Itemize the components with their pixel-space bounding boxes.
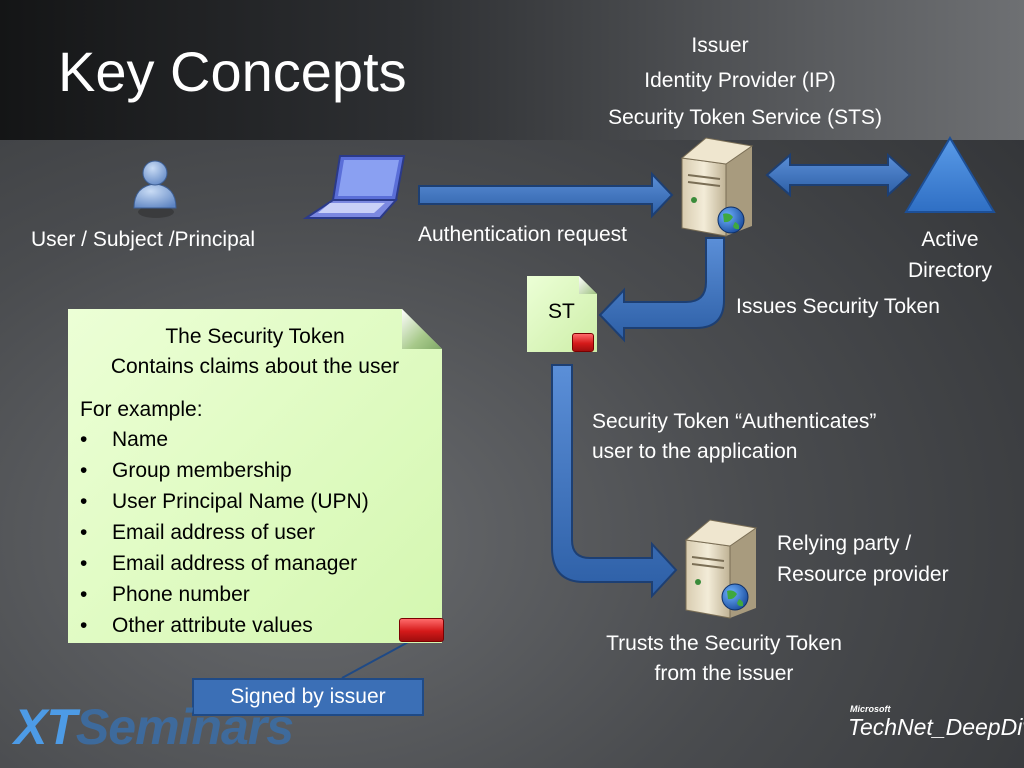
bullet: • (80, 614, 88, 637)
list-item: • Other attribute values (80, 610, 369, 641)
issues-token-arrow (598, 237, 725, 343)
active-directory-label-line2: Directory (907, 259, 992, 282)
trusts-label-line2: from the issuer (654, 662, 794, 685)
claim-text: Other attribute values (112, 614, 313, 637)
trusts-label-line1: Trusts the Security Token (606, 632, 842, 655)
active-directory-label-line1: Active (921, 228, 979, 251)
signed-connector (341, 639, 413, 679)
bullet: • (80, 521, 88, 544)
note-body (68, 309, 442, 643)
bullet: • (80, 490, 88, 513)
claim-text: Email address of user (112, 521, 316, 544)
user-label: User / Subject /Principal (31, 228, 256, 251)
token-to-app-arrow (551, 364, 678, 599)
microsoft-label: Microsoft (850, 704, 891, 714)
header-band (0, 0, 1024, 140)
relying-party-label-line2: Resource provider (777, 563, 949, 586)
issues-token-label: Issues Security Token (736, 295, 940, 318)
auth-request-label: Authentication request (418, 223, 627, 246)
user-icon (133, 160, 177, 218)
bullet: • (80, 459, 88, 482)
bullet: • (80, 552, 88, 575)
list-item: • Group membership (80, 455, 369, 486)
relying-party-label-line1: Relying party / (777, 532, 912, 555)
authenticates-label-line2: user to the application (592, 440, 798, 463)
bullet: • (80, 583, 88, 606)
list-item: • User Principal Name (UPN) (80, 486, 369, 517)
logo-part1: XT (14, 699, 77, 755)
page-title: Key Concepts (58, 40, 407, 103)
technet-label: TechNet_DeepDive (848, 714, 1024, 740)
sts-label: Security Token Service (STS) (608, 106, 882, 129)
security-token-note: The Security Token Contains claims about… (68, 309, 442, 643)
st-label: ST (548, 300, 575, 323)
ad-link-arrow (765, 152, 912, 198)
list-item: • Phone number (80, 579, 369, 610)
issuer-label: Issuer (691, 34, 749, 57)
signed-by-issuer-label: Signed by issuer (192, 678, 424, 716)
list-item: • Name (80, 424, 369, 455)
claim-text: Phone number (112, 583, 250, 606)
logo-part2: Seminars (75, 699, 294, 755)
active-directory-icon (904, 136, 996, 213)
laptop-icon (302, 155, 406, 219)
claim-text: Group membership (112, 459, 292, 482)
list-item: • Email address of user (80, 517, 369, 548)
relying-party-server-icon (684, 519, 758, 619)
relying-party-globe-icon (721, 583, 749, 611)
bullet: • (80, 428, 88, 451)
claim-text: Email address of manager (112, 552, 358, 575)
st-seal-icon (572, 333, 594, 352)
list-item: • Email address of manager (80, 548, 369, 579)
xtseminars-logo: XTSeminars (14, 698, 294, 756)
auth-request-arrow (418, 171, 674, 219)
identity-provider-label: Identity Provider (IP) (644, 69, 836, 92)
note-heading-line2: Contains claims about the user (110, 355, 400, 378)
note-seal-icon (399, 618, 444, 642)
claims-list: • Name • Group membership • User Principal … (80, 424, 369, 641)
authenticates-label-line1: Security Token “Authenticates” (592, 410, 877, 433)
note-heading-line1: The Security Token (165, 325, 345, 348)
claim-text: User Principal Name (UPN) (112, 490, 369, 513)
sts-globe-icon (717, 206, 745, 234)
technet-logo: Microsoft TechNet_DeepDive (842, 700, 1024, 758)
note-example-label: For example: (80, 398, 203, 421)
claim-text: Name (112, 428, 169, 451)
